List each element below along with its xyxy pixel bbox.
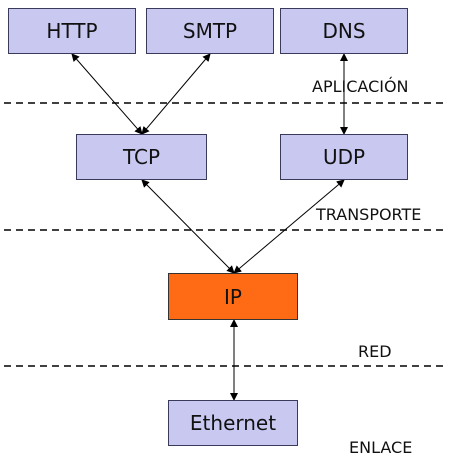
node-dns: DNS [280, 8, 408, 54]
arrow-tcp-ip [141, 179, 235, 274]
arrow-udp-ip [233, 179, 345, 274]
node-ip: IP [168, 273, 298, 320]
arrow-http-tcp [71, 53, 143, 135]
node-smtp: SMTP [146, 8, 274, 54]
layer-label-enlace: ENLACE [349, 438, 413, 457]
node-udp: UDP [280, 134, 408, 180]
layer-label-transporte: TRANSPORTE [316, 205, 422, 224]
layer-label-red: RED [358, 342, 392, 361]
node-tcp: TCP [76, 134, 207, 180]
node-ethernet: Ethernet [168, 400, 298, 446]
layer-label-aplicacion: APLICACIÓN [312, 77, 409, 96]
node-http: HTTP [8, 8, 136, 54]
arrow-smtp-tcp [141, 53, 211, 135]
